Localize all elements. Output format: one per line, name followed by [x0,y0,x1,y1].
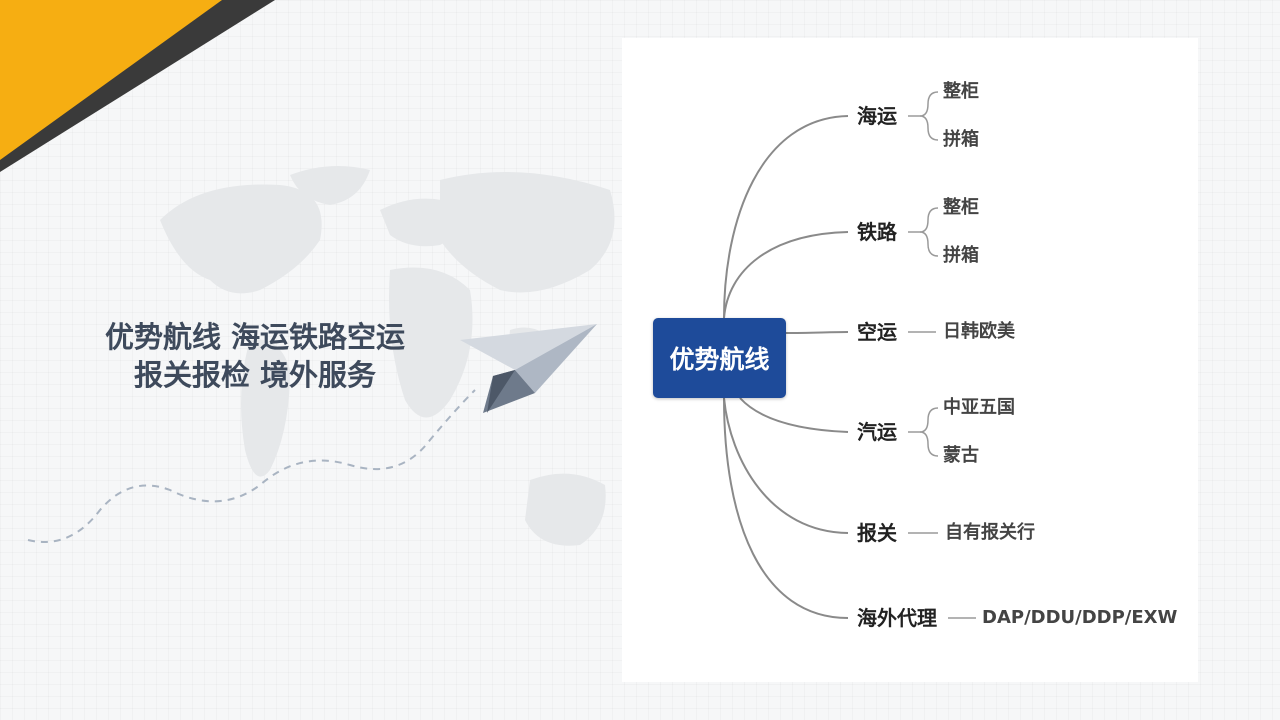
branch-air: 空运 [857,320,897,344]
branch-rail: 铁路 [857,220,897,244]
leaf-rail-lcl: 拼箱 [943,245,979,266]
paper-plane-icon [460,324,597,413]
leaf-rail-fcl: 整柜 [943,197,979,218]
leaf-sea-fcl: 整柜 [943,81,979,102]
headline: 优势航线 海运铁路空运 报关报检 境外服务 [60,318,450,394]
corner-decoration [0,0,275,172]
branch-overseas-agent: 海外代理 [857,606,937,630]
leaf-road-central-asia: 中亚五国 [943,397,1015,418]
leaf-customs-broker: 自有报关行 [945,522,1035,543]
branch-road: 汽运 [857,420,897,444]
leaf-air-destinations: 日韩欧美 [943,321,1015,342]
headline-line-2: 报关报检 境外服务 [133,358,377,392]
leaf-road-mongolia: 蒙古 [943,445,979,466]
flight-path [27,389,476,543]
branch-sea: 海运 [857,104,897,128]
leaf-incoterms: DAP/DDU/DDP/EXW [982,607,1178,628]
world-map-background [160,166,615,546]
leaf-sea-lcl: 拼箱 [943,129,979,150]
branch-customs: 报关 [857,521,897,545]
mindmap-root: 优势航线 [653,318,786,398]
headline-line-1: 优势航线 海运铁路空运 [104,320,406,354]
